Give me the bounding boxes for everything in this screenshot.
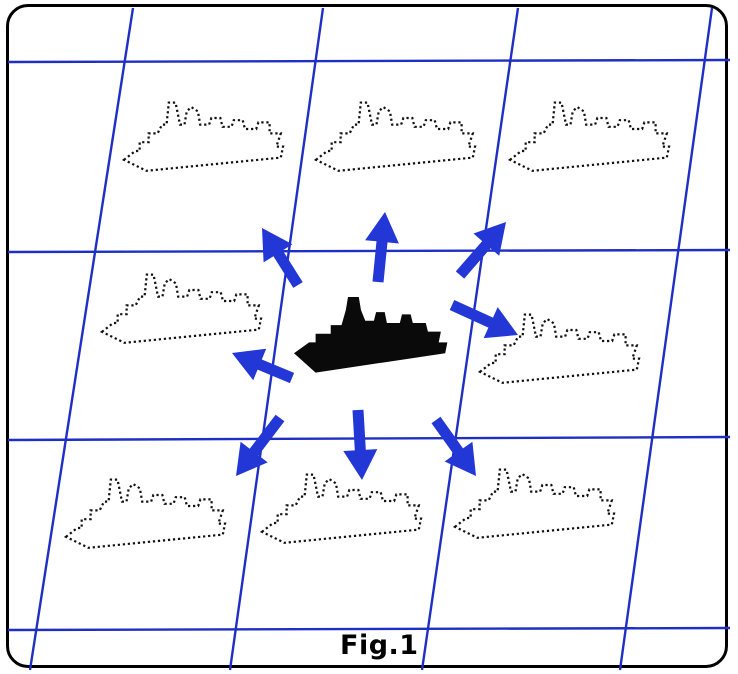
grid-line-vertical xyxy=(28,7,135,671)
grid-line-vertical xyxy=(228,7,325,671)
figure-caption: Fig.1 xyxy=(340,630,419,661)
direction-arrow-icon xyxy=(232,348,295,384)
grid-line-vertical xyxy=(618,7,714,671)
grid-line-horizontal xyxy=(7,58,731,64)
warship-dotted-outline-icon xyxy=(100,273,263,344)
warship-dotted-outline-icon xyxy=(508,101,671,172)
direction-arrow-icon xyxy=(455,222,506,279)
warship-solid-icon xyxy=(294,297,448,373)
grid-line-horizontal xyxy=(7,248,731,254)
grid-lines xyxy=(7,7,731,671)
direction-arrow-icon xyxy=(236,414,285,476)
direction-arrow-icon xyxy=(262,228,303,288)
grid-line-horizontal xyxy=(7,626,731,632)
warship-dotted-outline-icon xyxy=(64,478,227,549)
grid-line-horizontal xyxy=(7,435,731,442)
warship-dotted-outline-icon xyxy=(453,468,616,539)
warship-dotted-outline-icon xyxy=(122,101,285,172)
direction-arrow-icon xyxy=(365,212,399,283)
warship-dotted-outline-icon xyxy=(260,473,423,544)
direction-arrow-icon xyxy=(431,416,476,476)
direction-arrows xyxy=(232,212,518,480)
direction-arrow-icon xyxy=(343,409,378,480)
grid-line-vertical xyxy=(420,7,520,671)
direction-arrow-icon xyxy=(449,300,518,339)
warship-dotted-outline-icon xyxy=(314,101,477,172)
